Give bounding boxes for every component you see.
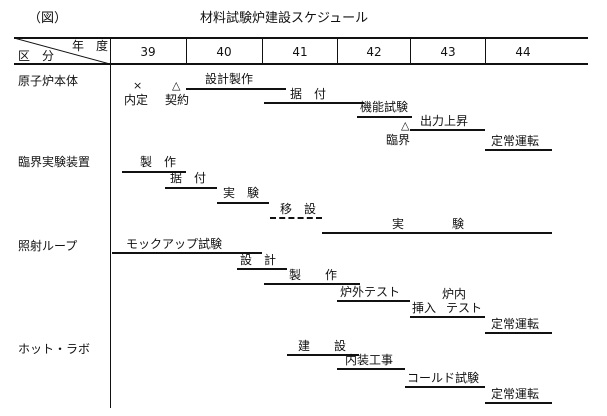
header-diagonal — [14, 38, 110, 64]
bar-cold-test — [405, 386, 485, 388]
year-divider-4 — [410, 38, 411, 63]
section-critical-assembly: 臨界実験装置 — [18, 155, 91, 169]
year-40: 40 — [216, 45, 232, 59]
bar-sekkei-seisaku — [186, 88, 286, 90]
task-tesuto: テスト — [446, 301, 483, 315]
header-bottom-rule — [14, 63, 588, 65]
bar-sounyuu — [410, 316, 438, 318]
bar-rogai-test — [337, 300, 410, 302]
table-top-rule — [14, 37, 588, 39]
bar-isetsu — [270, 217, 322, 219]
page-title: 材料試験炉建設スケジュール — [200, 11, 369, 26]
bar-teijou-loop — [485, 332, 552, 334]
bar-teijou-hotlab — [485, 402, 552, 404]
task-kinou-shiken: 機能試験 — [360, 100, 409, 114]
year-39: 39 — [140, 45, 156, 59]
section-hot-lab: ホット・ラボ — [18, 342, 91, 356]
task-sekkei-loop: 設 計 — [240, 253, 277, 267]
bar-kensetsu — [287, 354, 359, 356]
task-isetsu: 移 設 — [280, 202, 317, 216]
bar-suetsuke-critical — [165, 187, 217, 189]
year-divider-5 — [485, 38, 486, 63]
task-rogai-test: 炉外テスト — [340, 285, 401, 299]
task-teijou-reactor: 定常運転 — [491, 134, 540, 148]
task-naisou-kouji: 内装工事 — [345, 353, 394, 367]
task-rinkai: 臨界 — [386, 133, 411, 147]
bar-kinou-shiken — [357, 116, 412, 118]
year-divider-2 — [262, 38, 263, 63]
year-divider-1 — [186, 38, 187, 63]
task-teijou-hotlab: 定常運転 — [491, 387, 540, 401]
cross-marker: × — [133, 79, 143, 92]
bar-sekkei-loop — [237, 268, 287, 270]
task-shutsuryoku: 出力上昇 — [420, 114, 469, 128]
task-mockup: モックアップ試験 — [126, 237, 223, 251]
column-header-category: 区 分 — [18, 49, 55, 63]
task-teijou-loop: 定常運転 — [491, 317, 540, 331]
triangle-marker: △ — [172, 79, 181, 92]
section-reactor: 原子炉本体 — [18, 74, 79, 88]
task-seisaku-loop: 製 作 — [289, 268, 338, 282]
task-jikken-critical-1: 実 験 — [223, 186, 260, 200]
task-jikken-critical-2: 実 験 — [392, 217, 465, 231]
year-41: 41 — [292, 45, 308, 59]
bar-shutsuryoku — [410, 129, 485, 131]
bar-jikken-critical-2 — [322, 232, 552, 234]
bar-mockup — [112, 252, 262, 254]
task-sounyuu: 挿入 — [412, 301, 437, 315]
task-seisaku-critical: 製 作 — [140, 155, 177, 169]
bar-suetsuke-reactor — [264, 102, 364, 104]
triangle-marker-critical: △ — [401, 119, 410, 132]
year-42: 42 — [366, 45, 382, 59]
section-irradiation-loop: 照射ループ — [18, 239, 78, 253]
bar-seisaku-critical — [122, 171, 186, 173]
bar-seisaku-loop — [264, 283, 360, 285]
task-cold-test: コールド試験 — [407, 371, 480, 385]
figure-label: （図） — [28, 11, 68, 26]
task-keiyaku: 契約 — [165, 93, 190, 107]
year-divider-3 — [337, 38, 338, 63]
task-kensetsu: 建 設 — [298, 339, 347, 353]
task-sekkei-seisaku: 設計製作 — [205, 72, 254, 86]
task-suetsuke-reactor: 据 付 — [290, 87, 327, 101]
task-ronai: 炉内 — [442, 287, 467, 301]
bar-naisou-kouji — [337, 368, 405, 370]
bar-ronai-test — [438, 316, 485, 318]
task-naitei: 内定 — [124, 93, 149, 107]
year-43: 43 — [440, 45, 456, 59]
bar-jikken-critical-1 — [217, 202, 269, 204]
column-header-year: 年 度 — [72, 39, 109, 53]
year-44: 44 — [515, 45, 531, 59]
bar-teijou-reactor — [485, 149, 552, 151]
category-divider — [110, 38, 111, 408]
task-suetsuke-critical: 据 付 — [170, 171, 207, 185]
